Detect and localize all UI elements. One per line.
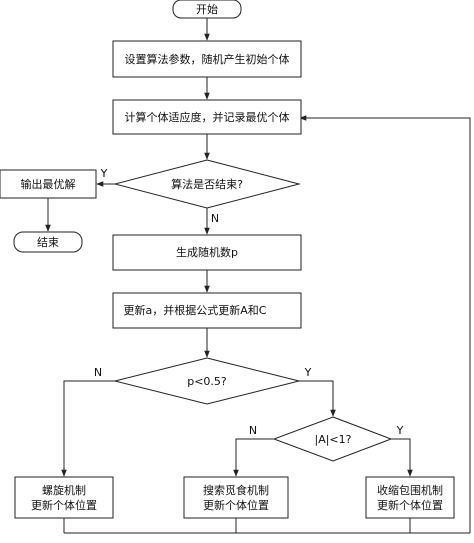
- edge-label-p-yes: Y: [304, 366, 312, 379]
- edge-pcheck-spiral: [61, 380, 115, 477]
- node-encircle: 收缩包围机制 更新个体位置: [365, 476, 455, 519]
- node-search: 搜索觅食机制 更新个体位置: [183, 476, 289, 519]
- edge-acheck-search: [233, 438, 274, 477]
- node-p-check-label: p<0.5?: [187, 375, 227, 388]
- node-output-label: 输出最优解: [21, 177, 76, 191]
- edge-loop-back: [299, 115, 471, 533]
- node-fitness-label: 计算个体适应度，并记录最优个体: [125, 110, 290, 124]
- node-end-check-label: 算法是否结束?: [171, 177, 243, 191]
- node-random-label: 生成随机数p: [176, 245, 238, 259]
- node-random: 生成随机数p: [112, 234, 302, 271]
- node-spiral: 螺旋机制 更新个体位置: [14, 476, 114, 519]
- node-fitness: 计算个体适应度，并记录最优个体: [112, 99, 302, 135]
- edge-label-a-yes: Y: [396, 424, 404, 437]
- node-init: 设置算法参数，随机产生初始个体: [112, 40, 302, 78]
- node-end-check: 算法是否结束?: [113, 159, 301, 209]
- edge-acheck-encircle: [391, 438, 413, 477]
- node-spiral-label-2: 更新个体位置: [31, 498, 97, 512]
- edge-label-end-no: N: [211, 212, 219, 225]
- node-a-check-label: |A|<1?: [315, 433, 352, 446]
- connectors: [45, 18, 471, 534]
- node-update-label: 更新a，并根据公式更新A和C: [124, 303, 267, 317]
- edge-label-end-yes: Y: [100, 167, 108, 180]
- node-output: 输出最优解: [0, 169, 97, 199]
- edge-label-a-no: N: [249, 424, 257, 437]
- node-spiral-label-1: 螺旋机制: [42, 483, 86, 497]
- edge-pcheck-acheck: [298, 380, 336, 417]
- node-finish-label: 结束: [37, 236, 59, 249]
- node-search-label-1: 搜索觅食机制: [203, 483, 269, 497]
- node-search-label-2: 更新个体位置: [203, 498, 269, 512]
- node-finish: 结束: [13, 231, 83, 253]
- node-start-label: 开始: [196, 2, 218, 16]
- node-update: 更新a，并根据公式更新A和C: [112, 292, 302, 329]
- node-start: 开始: [172, 0, 242, 19]
- node-encircle-label-2: 更新个体位置: [377, 498, 443, 512]
- edge-labels: Y N N Y N Y: [94, 167, 404, 437]
- node-a-check: |A|<1?: [272, 416, 393, 462]
- node-encircle-label-1: 收缩包围机制: [377, 483, 443, 497]
- node-init-label: 设置算法参数，随机产生初始个体: [125, 52, 290, 66]
- edge-label-p-no: N: [94, 366, 102, 379]
- node-p-check: p<0.5?: [114, 357, 300, 405]
